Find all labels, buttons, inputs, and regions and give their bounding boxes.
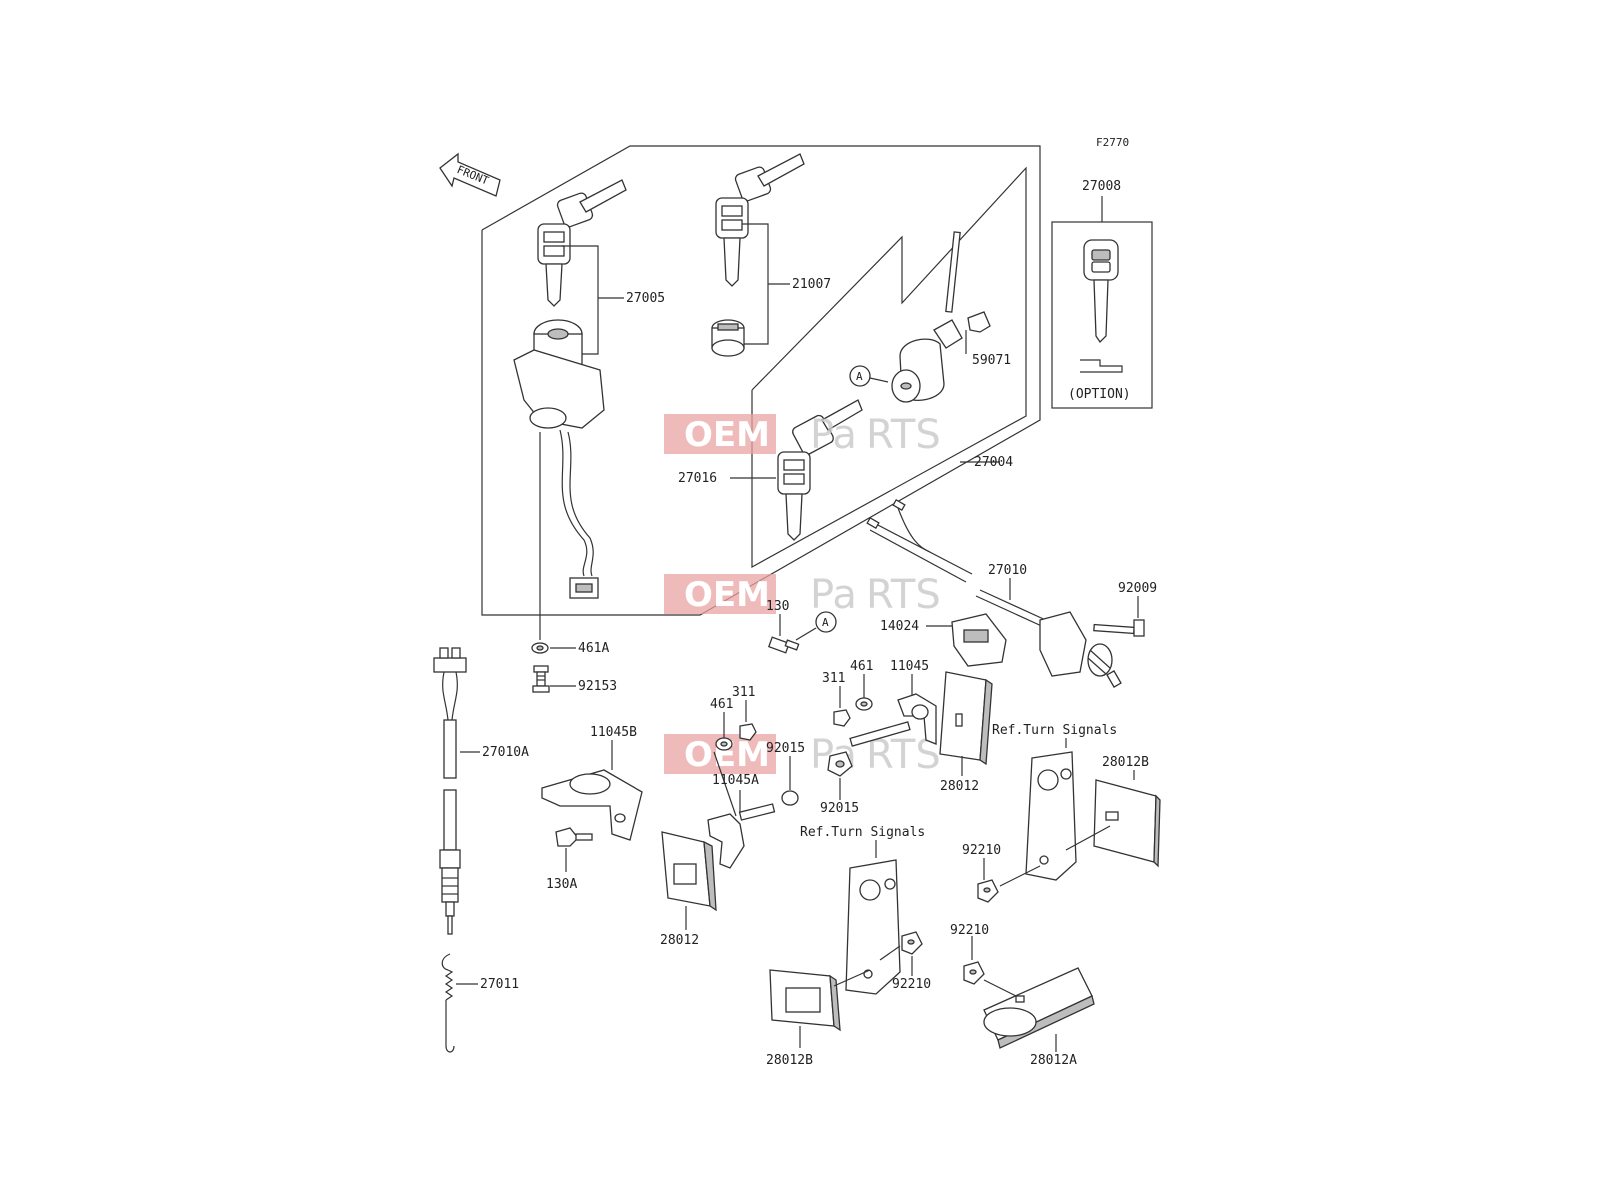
lock-cylinder-21007-icon [711, 319, 745, 357]
part-label-461A: 461A [578, 641, 609, 656]
part-label-28012-lower: 28012 [660, 933, 699, 948]
part-label-27011: 27011 [480, 977, 519, 992]
part-label-28012B-left: 28012B [766, 1053, 813, 1068]
part-label-130: 130 [766, 599, 789, 614]
svg-text:RTS: RTS [866, 412, 941, 458]
svg-text:Pa: Pa [810, 572, 857, 618]
part-label-11045B: 11045B [590, 725, 637, 740]
washer-461-left-icon [715, 737, 733, 751]
bolt-92009-icon [1093, 619, 1145, 637]
ref-turn-signals-lower: Ref.Turn Signals [800, 825, 925, 840]
option-key-icon [1083, 239, 1119, 344]
part-label-92015-lower: 92015 [820, 801, 859, 816]
front-arrow-icon: FRONT [439, 152, 501, 197]
part-label-130A: 130A [546, 877, 577, 892]
clip-59071-icon [967, 311, 991, 333]
cable-27010-icon [866, 499, 1051, 629]
reflector-28012B-right-icon [1093, 779, 1161, 868]
part-label-92210-lower: 92210 [950, 923, 989, 938]
part-label-27005: 27005 [626, 291, 665, 306]
part-label-27010A: 27010A [482, 745, 529, 760]
ref-a-marker-lower: A [815, 611, 837, 633]
option-label: (OPTION) [1068, 387, 1131, 402]
nut-92210-middle-icon [901, 931, 923, 955]
bracket-14024-icon [951, 613, 1007, 667]
watermark-oemparts-2: OEM Pa RTS [664, 572, 941, 618]
part-label-11045: 11045 [890, 659, 929, 674]
assembly-frame-outer [481, 145, 1041, 616]
figure-code: F2770 [1096, 136, 1129, 149]
cable-27010A-icon [433, 647, 467, 935]
bracket-11045A-icon [707, 790, 799, 869]
brake-switch-27010-icon [1039, 611, 1122, 688]
svg-text:A: A [822, 616, 829, 629]
svg-text:Pa: Pa [810, 412, 857, 458]
reflector-28012A-icon [983, 967, 1095, 1049]
part-label-14024: 14024 [880, 619, 919, 634]
nut-92210-lower-icon [963, 961, 985, 985]
assembly-frame-inner [751, 166, 1027, 569]
nut-92210-upper-icon [977, 879, 999, 903]
bolt-130-icon [767, 636, 800, 654]
part-label-28012B-right: 28012B [1102, 755, 1149, 770]
watermark-oemparts-1: OEM Pa RTS [664, 412, 941, 458]
part-label-92009: 92009 [1118, 581, 1157, 596]
key-pair-27016-icon [777, 399, 863, 541]
part-label-28012-upper: 28012 [940, 779, 979, 794]
part-label-11045A: 11045A [712, 773, 759, 788]
svg-text:RTS: RTS [866, 572, 941, 618]
ref-turn-signals-upper: Ref.Turn Signals [992, 723, 1117, 738]
svg-text:OEM: OEM [684, 415, 770, 455]
part-label-311-left: 311 [732, 685, 755, 700]
svg-text:A: A [856, 370, 863, 383]
reflector-28012-upper-icon [939, 671, 993, 766]
part-label-92153: 92153 [578, 679, 617, 694]
part-label-21007: 21007 [792, 277, 831, 292]
part-label-311-right: 311 [822, 671, 845, 686]
washer-461A-icon [531, 642, 549, 654]
bracket-11045-icon [849, 693, 937, 747]
seat-lock-icon [891, 231, 963, 403]
key-pair-27005-icon [537, 179, 627, 307]
part-label-27008: 27008 [1082, 179, 1121, 194]
part-label-59071: 59071 [972, 353, 1011, 368]
part-label-27010: 27010 [988, 563, 1027, 578]
ignition-switch-icon [513, 319, 605, 599]
part-label-461-right: 461 [850, 659, 873, 674]
key-pair-21007-icon [715, 153, 805, 287]
part-label-28012A: 28012A [1030, 1053, 1077, 1068]
turn-signal-plate-upper-icon [1025, 751, 1077, 881]
ref-a-marker-upper: A [849, 365, 871, 387]
washer-461-right-icon [855, 697, 873, 711]
part-label-27016: 27016 [678, 471, 717, 486]
reflector-28012-lower-icon [661, 831, 717, 912]
svg-text:OEM: OEM [684, 575, 770, 615]
part-label-92210-middle: 92210 [892, 977, 931, 992]
screw-92153-icon [532, 665, 550, 693]
nut-311-left-icon [739, 723, 757, 741]
bolt-130A-icon [555, 827, 593, 847]
part-label-92210-upper: 92210 [962, 843, 1001, 858]
nut-92015-right-icon [827, 751, 853, 777]
turn-signal-plate-lower-icon [845, 859, 901, 995]
part-label-92015-upper: 92015 [766, 741, 805, 756]
part-label-461-left: 461 [710, 697, 733, 712]
part-label-27004: 27004 [974, 455, 1013, 470]
bracket-11045B-icon [541, 769, 643, 841]
reflector-28012B-left-icon [769, 969, 841, 1032]
nut-311-right-icon [833, 709, 851, 727]
spring-27011-icon [441, 953, 455, 1053]
